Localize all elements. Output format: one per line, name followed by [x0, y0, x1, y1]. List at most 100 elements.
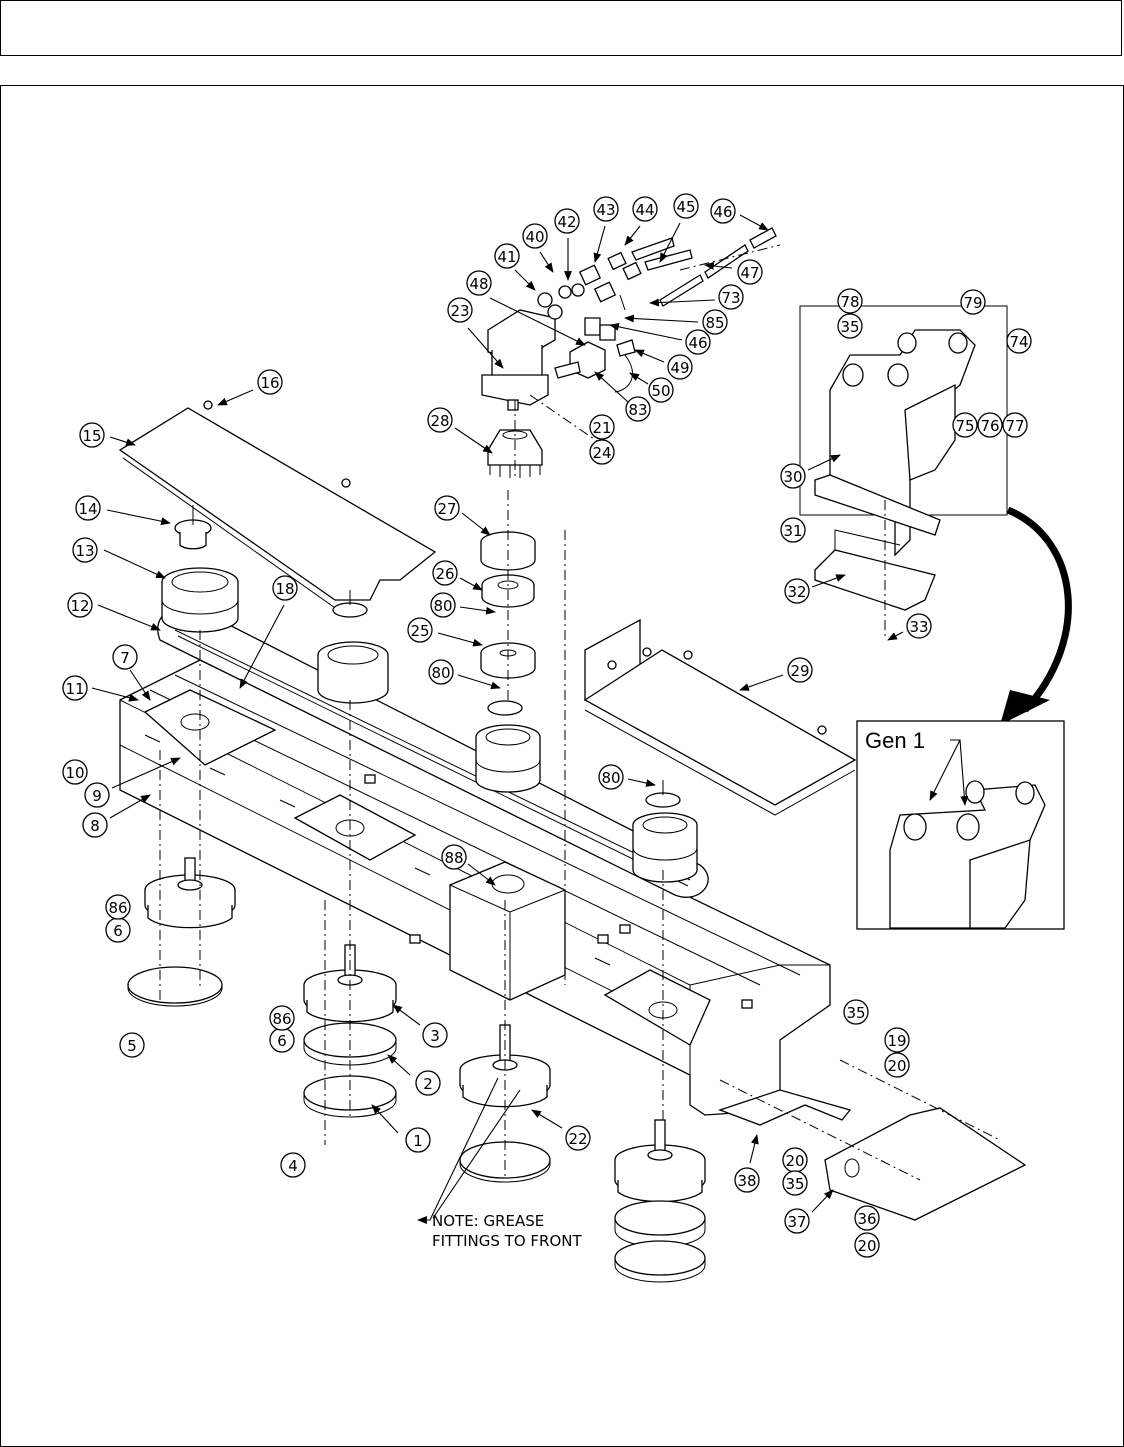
grease-note: NOTE: GREASE FITTINGS TO FRONT [417, 1077, 582, 1250]
callout-circle [432, 560, 458, 586]
callout-43: 43 [593, 196, 619, 263]
callout-1: 1 [371, 1104, 431, 1153]
callout-number: 38 [737, 1172, 756, 1190]
callout-circle [837, 288, 863, 314]
callout-circle [75, 495, 101, 521]
callout-circle [784, 578, 810, 604]
callout-circle [415, 1070, 441, 1096]
note-line-1: NOTE: GREASE [432, 1212, 544, 1230]
callout-circle [589, 439, 615, 465]
callout-number: 1 [413, 1132, 423, 1150]
callout-circle [854, 1232, 880, 1258]
callout-number: 30 [783, 468, 802, 486]
gen1-label: Gen 1 [865, 728, 925, 753]
callout-leader [629, 372, 649, 385]
callout-leader [811, 1189, 834, 1213]
callout-leader [459, 606, 496, 615]
callout-circle [589, 414, 615, 440]
callout-circle [280, 1152, 306, 1178]
callout-circle [554, 208, 580, 234]
callout-number: 6 [277, 1032, 287, 1050]
gen1-bracket-view [889, 739, 1046, 929]
callout-18: 18 [239, 575, 298, 689]
callout-78: 78 [837, 288, 863, 314]
callout-37: 37 [784, 1189, 834, 1234]
callout-48: 48 [466, 270, 586, 346]
callout-leader [217, 389, 254, 406]
callout-number: 33 [909, 618, 928, 636]
callout-number: 46 [688, 334, 707, 352]
callout-circle [685, 329, 711, 355]
callout-leader [457, 674, 501, 690]
callout-leader [103, 549, 166, 579]
callout-number: 25 [410, 622, 429, 640]
callout-46: 46 [710, 198, 769, 231]
callout-circle [737, 259, 763, 285]
pulley-right [632, 780, 698, 883]
callout-leader [371, 1104, 399, 1134]
callout-41: 41 [494, 243, 536, 291]
callout-circle [702, 309, 728, 335]
callout-23: 23 [447, 297, 504, 369]
callout-leader [106, 509, 171, 526]
callout-circle [780, 517, 806, 543]
bearing-plate-right [603, 969, 711, 1046]
callout-number: 14 [78, 500, 97, 518]
callout-3: 3 [392, 1004, 448, 1048]
callout-circle [72, 537, 98, 563]
callout-74: 74 [1006, 328, 1032, 354]
callout-leader [461, 512, 491, 536]
callout-number: 18 [275, 580, 294, 598]
callout-number: 43 [596, 201, 615, 219]
callout-32: 32 [784, 574, 846, 604]
callout-number: 80 [431, 664, 450, 682]
callout-35: 35 [843, 999, 869, 1025]
callout-leader [459, 577, 483, 591]
callout-number: 46 [713, 203, 732, 221]
callout-number: 27 [437, 500, 456, 518]
callout-leader [489, 297, 586, 346]
callout-11: 11 [62, 675, 139, 702]
callout-leader [627, 778, 656, 787]
callout-number: 41 [497, 248, 516, 266]
callout-circle [598, 764, 624, 790]
callout-number: 9 [92, 787, 102, 805]
callout-circle [405, 1127, 431, 1153]
callout-number: 80 [433, 597, 452, 615]
callout-leader [659, 222, 681, 263]
callout-38: 38 [734, 1134, 760, 1193]
callout-circle [79, 422, 105, 448]
callout-49: 49 [634, 349, 693, 380]
callout-circle [422, 1022, 448, 1048]
callout-number: 23 [450, 302, 469, 320]
callout-21: 21 [589, 414, 615, 440]
callout-circle [625, 396, 651, 422]
callout-75: 75 [952, 412, 978, 438]
callout-86: 86 [105, 894, 131, 920]
callout-28: 28 [427, 407, 493, 454]
callout-40: 40 [522, 223, 554, 273]
callout-leader [109, 436, 136, 447]
callout-leader [97, 604, 161, 631]
callout-number: 8 [90, 817, 100, 835]
callout-circle [428, 659, 454, 685]
callout-circle [673, 193, 699, 219]
blade-disc-right-upper [614, 1200, 706, 1248]
callout-circle [430, 592, 456, 618]
callout-77: 77 [1002, 412, 1028, 438]
callout-circle [843, 999, 869, 1025]
callout-leader [811, 574, 846, 588]
callout-46: 46 [609, 322, 711, 355]
callout-circle [269, 1005, 295, 1031]
callout-circle [1006, 328, 1032, 354]
callout-circle [494, 243, 520, 269]
callout-leader [91, 687, 139, 702]
callout-number: 85 [705, 314, 724, 332]
pulley-hub-left [174, 505, 212, 550]
callout-circle [447, 297, 473, 323]
callout-number: 13 [75, 542, 94, 560]
callout-leader [649, 298, 716, 307]
callout-leader [739, 674, 784, 691]
callout-circle [82, 812, 108, 838]
